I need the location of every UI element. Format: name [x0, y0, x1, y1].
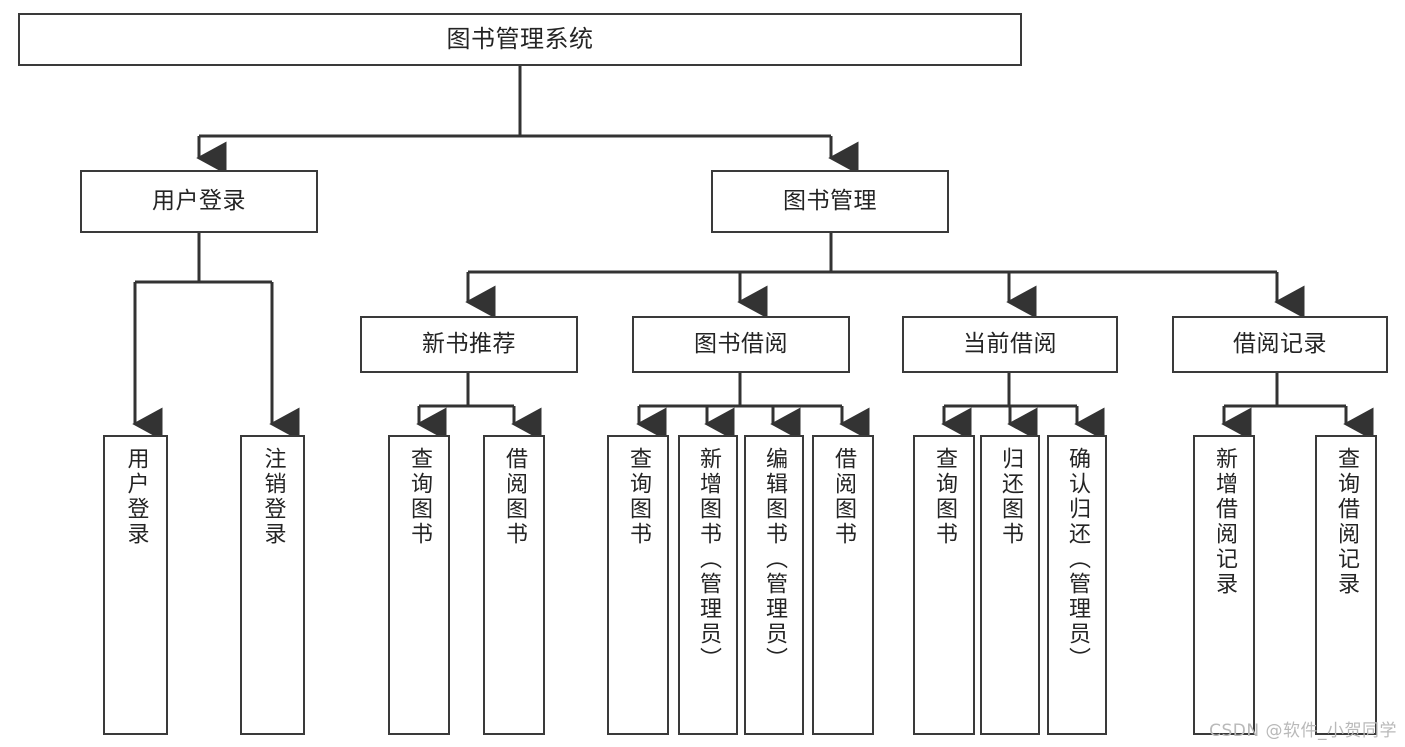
node-leaf-logout[interactable]: 注销登录 [240, 435, 305, 735]
node-leaf-confirm-return[interactable]: 确认归还（管理员） [1047, 435, 1107, 735]
node-leaf-user-login[interactable]: 用户登录 [103, 435, 168, 735]
node-leaf-query-book-3[interactable]: 查询图书 [913, 435, 975, 735]
node-book-manage[interactable]: 图书管理 [711, 170, 949, 233]
node-root[interactable]: 图书管理系统 [18, 13, 1022, 66]
node-leaf-return-book-label: 归还图书 [998, 447, 1023, 547]
node-leaf-borrow-book-1-label: 借阅图书 [502, 447, 527, 547]
node-leaf-add-book[interactable]: 新增图书（管理员） [678, 435, 738, 735]
node-book-borrow[interactable]: 图书借阅 [632, 316, 850, 373]
node-user-login[interactable]: 用户登录 [80, 170, 318, 233]
node-new-book-recommend[interactable]: 新书推荐 [360, 316, 578, 373]
node-leaf-return-book[interactable]: 归还图书 [980, 435, 1040, 735]
node-leaf-add-book-label: 新增图书（管理员） [696, 447, 721, 672]
node-book-borrow-label: 图书借阅 [694, 330, 788, 357]
node-leaf-query-book-1-label: 查询图书 [407, 447, 432, 547]
node-root-label: 图书管理系统 [446, 25, 594, 54]
node-new-book-recommend-label: 新书推荐 [422, 330, 516, 357]
node-borrow-record-label: 借阅记录 [1233, 330, 1327, 357]
csdn-watermark: CSDN @软件_小贺同学 [1209, 721, 1397, 741]
node-leaf-query-book-1[interactable]: 查询图书 [388, 435, 450, 735]
node-leaf-borrow-book-1[interactable]: 借阅图书 [483, 435, 545, 735]
node-leaf-query-record[interactable]: 查询借阅记录 [1315, 435, 1377, 735]
node-leaf-logout-label: 注销登录 [260, 447, 286, 547]
node-current-borrow[interactable]: 当前借阅 [902, 316, 1118, 373]
node-leaf-add-record-label: 新增借阅记录 [1212, 447, 1237, 597]
node-leaf-borrow-book-2-label: 借阅图书 [831, 447, 856, 547]
node-leaf-query-book-2-label: 查询图书 [626, 447, 651, 547]
node-leaf-query-book-3-label: 查询图书 [932, 447, 957, 547]
node-leaf-user-login-label: 用户登录 [123, 447, 149, 547]
node-borrow-record[interactable]: 借阅记录 [1172, 316, 1388, 373]
node-leaf-add-record[interactable]: 新增借阅记录 [1193, 435, 1255, 735]
node-leaf-confirm-return-label: 确认归还（管理员） [1065, 447, 1090, 672]
node-user-login-label: 用户登录 [152, 187, 246, 214]
node-leaf-query-book-2[interactable]: 查询图书 [607, 435, 669, 735]
node-leaf-borrow-book-2[interactable]: 借阅图书 [812, 435, 874, 735]
node-leaf-edit-book[interactable]: 编辑图书（管理员） [744, 435, 804, 735]
node-leaf-edit-book-label: 编辑图书（管理员） [762, 447, 787, 672]
node-book-manage-label: 图书管理 [783, 187, 877, 214]
node-current-borrow-label: 当前借阅 [963, 330, 1057, 357]
node-leaf-query-record-label: 查询借阅记录 [1334, 447, 1359, 597]
